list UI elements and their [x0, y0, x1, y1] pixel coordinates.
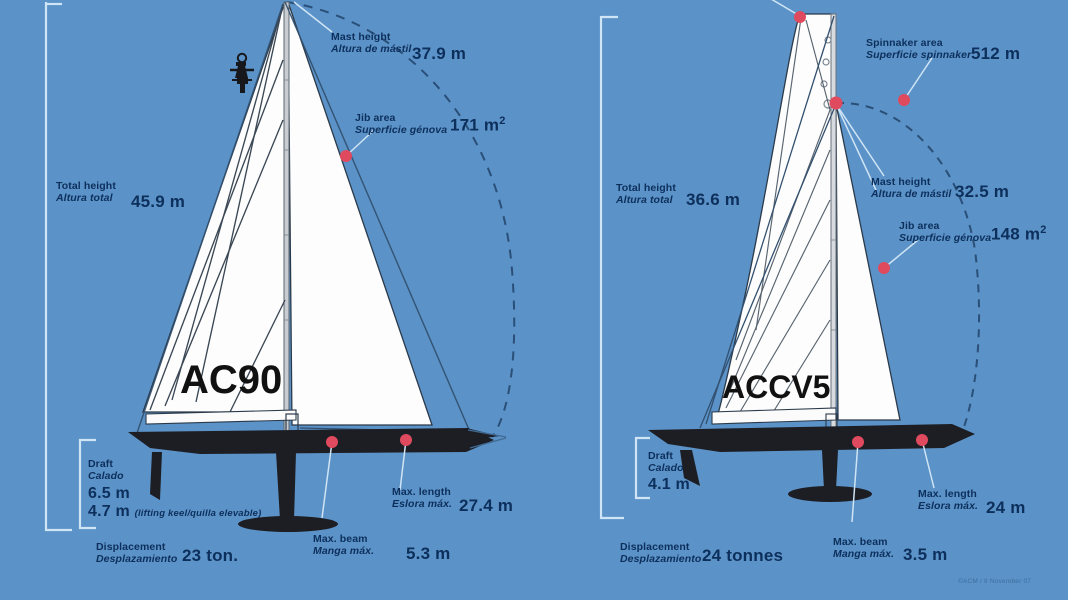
ac90-keel-fin	[276, 452, 296, 520]
ac90-draft-value: 6.5 m	[88, 485, 130, 502]
accv5-draft-es: Calado	[648, 461, 684, 474]
accv5-spinnaker-area-en: Spinnaker area	[866, 37, 943, 49]
accv5-jib-area-number: 148 m	[991, 224, 1041, 244]
accv5-spinnaker-area-label: Spinnaker area Superficie spinnaker	[866, 37, 972, 62]
accv5-draft-label: Draft Calado	[648, 450, 684, 475]
accv5-total-height-en: Total height	[616, 182, 676, 194]
ac90-leader-lines	[293, 1, 407, 519]
ac90-max-beam-value: 5.3 m	[406, 544, 451, 563]
accv5-max-beam-es: Manga máx.	[833, 547, 895, 560]
ac90-jib-area-en: Jib area	[355, 112, 396, 124]
ac90-draft-label: Draft Calado	[88, 458, 124, 483]
accv5-hull	[648, 424, 975, 452]
ac90-max-beam-es: Manga máx.	[313, 544, 375, 557]
ac90-draft-es: Calado	[88, 469, 124, 482]
accv5-max-length-value: 24 m	[986, 498, 1026, 517]
ac90-masthead-crane	[230, 52, 254, 93]
ac90-max-length-en: Max. length	[392, 486, 451, 498]
accv5-jib-area-value: 148 m2	[991, 224, 1047, 245]
ac90-displacement-value: 23 ton.	[182, 546, 239, 565]
ac90-mast-height-en: Mast height	[331, 31, 391, 43]
ac90-max-beam-label: Max. beam Manga máx.	[313, 533, 375, 558]
ac90-jib-area-es: Superficie génova	[355, 123, 448, 136]
accv5-max-length-en: Max. length	[918, 488, 977, 500]
ac90-mast-height-es: Altura de mástil	[331, 42, 412, 55]
accv5-displacement-es: Desplazamiento	[620, 552, 702, 565]
accv5-spinnaker-area-value: 512 m	[971, 44, 1021, 63]
accv5-mast-height-es: Altura de mástil	[871, 187, 952, 200]
accv5-max-beam-en: Max. beam	[833, 536, 888, 548]
accv5-displacement-label: Displacement Desplazamiento	[620, 541, 702, 566]
ac90-displacement-label: Displacement Desplazamiento	[96, 541, 178, 566]
ac90-draft-bracket	[78, 438, 96, 530]
ac90-draft-en: Draft	[88, 458, 114, 470]
accv5-jib	[835, 103, 901, 421]
accv5-markers	[794, 11, 928, 448]
ac90-total-height-es: Altura total	[56, 191, 113, 204]
accv5-jib-area-en: Jib area	[899, 220, 940, 232]
ac90-total-height-value: 45.9 m	[131, 192, 186, 211]
ac90-boom	[145, 409, 297, 425]
accv5-mast	[830, 13, 837, 433]
ac90-sail-number: AC90	[180, 358, 283, 402]
accv5-displacement-en: Displacement	[620, 541, 690, 553]
accv5-max-length-es: Eslora máx.	[918, 499, 979, 512]
accv5-draft-en: Draft	[648, 450, 674, 462]
copyright-credit: ©ACM / 8 November 07	[958, 578, 1032, 585]
ac90-jib-area-value: 171 m2	[450, 115, 506, 136]
ac90-total-height-bracket	[44, 2, 72, 532]
ac90-max-length-value: 27.4 m	[459, 496, 514, 515]
ac90-max-beam-en: Max. beam	[313, 533, 368, 545]
accv5-displacement-value: 24 tonnes	[702, 546, 784, 565]
ac90-total-height-label: Total height Altura total	[56, 180, 116, 205]
accv5-draft-value: 4.1 m	[648, 476, 690, 493]
ac90-max-length-label: Max. length Eslora máx.	[392, 486, 453, 511]
ac90-draft-value-2-note: (lifting keel/quilla elevable)	[134, 508, 262, 519]
accv5-mast-height-en: Mast height	[871, 176, 931, 188]
ac90-max-length-es: Eslora máx.	[392, 497, 453, 510]
ac90-displacement-es: Desplazamiento	[96, 552, 178, 565]
ac90-rigging	[149, 3, 286, 413]
accv5-mast-height-value: 32.5 m	[955, 182, 1010, 201]
accv5-jib-area-label: Jib area Superficie génova	[899, 220, 992, 245]
accv5-mast-height-label: Mast height Altura de mástil	[871, 176, 952, 201]
accv5-spinnaker-area-es: Superficie spinnaker	[866, 48, 972, 61]
ac90-markers	[326, 150, 412, 448]
accv5-max-beam-label: Max. beam Manga máx.	[833, 536, 895, 561]
accv5-sail-number: ACCV5	[722, 369, 831, 405]
ac90-displacement-en: Displacement	[96, 541, 166, 553]
accv5-keel-bulb	[788, 486, 872, 502]
accv5-total-height-es: Altura total	[616, 193, 673, 206]
ac90-total-height-en: Total height	[56, 180, 116, 192]
ac90-draft-value-2: 4.7 m (lifting keel/quilla elevable)	[88, 503, 261, 521]
accv5-forward-fin	[680, 450, 700, 486]
accv5-keel-fin	[822, 450, 838, 490]
ac90-mast-height-value: 37.9 m	[412, 44, 467, 63]
ac90-jib-area-number: 171 m	[450, 115, 500, 135]
accv5-total-height-label: Total height Altura total	[616, 182, 676, 207]
accv5-max-length-label: Max. length Eslora máx.	[918, 488, 979, 513]
ac90-mast-height-label: Mast height Altura de mástil	[331, 31, 412, 56]
accv5-leader-lines	[771, 0, 935, 523]
ac90-jib-area-unit-sup: 2	[499, 115, 506, 127]
ac90-jib	[287, 1, 433, 426]
ac90-forward-fin	[150, 452, 162, 500]
ac90-jib-area-label: Jib area Superficie génova	[355, 112, 448, 137]
ac90-spinnaker-arc	[286, 1, 516, 438]
accv5-max-beam-value: 3.5 m	[903, 545, 948, 564]
ac90-keel-bulb	[238, 516, 338, 532]
accv5-jib-area-es: Superficie génova	[899, 231, 992, 244]
accv5-jib-area-unit-sup: 2	[1040, 224, 1047, 236]
accv5-total-height-bracket	[599, 15, 624, 520]
ac90-draft-value-2-number: 4.7 m	[88, 503, 130, 520]
accv5-total-height-value: 36.6 m	[686, 190, 741, 209]
ac90-hull	[128, 428, 494, 454]
accv5-draft-bracket	[634, 436, 650, 500]
accv5-boom	[711, 407, 837, 425]
